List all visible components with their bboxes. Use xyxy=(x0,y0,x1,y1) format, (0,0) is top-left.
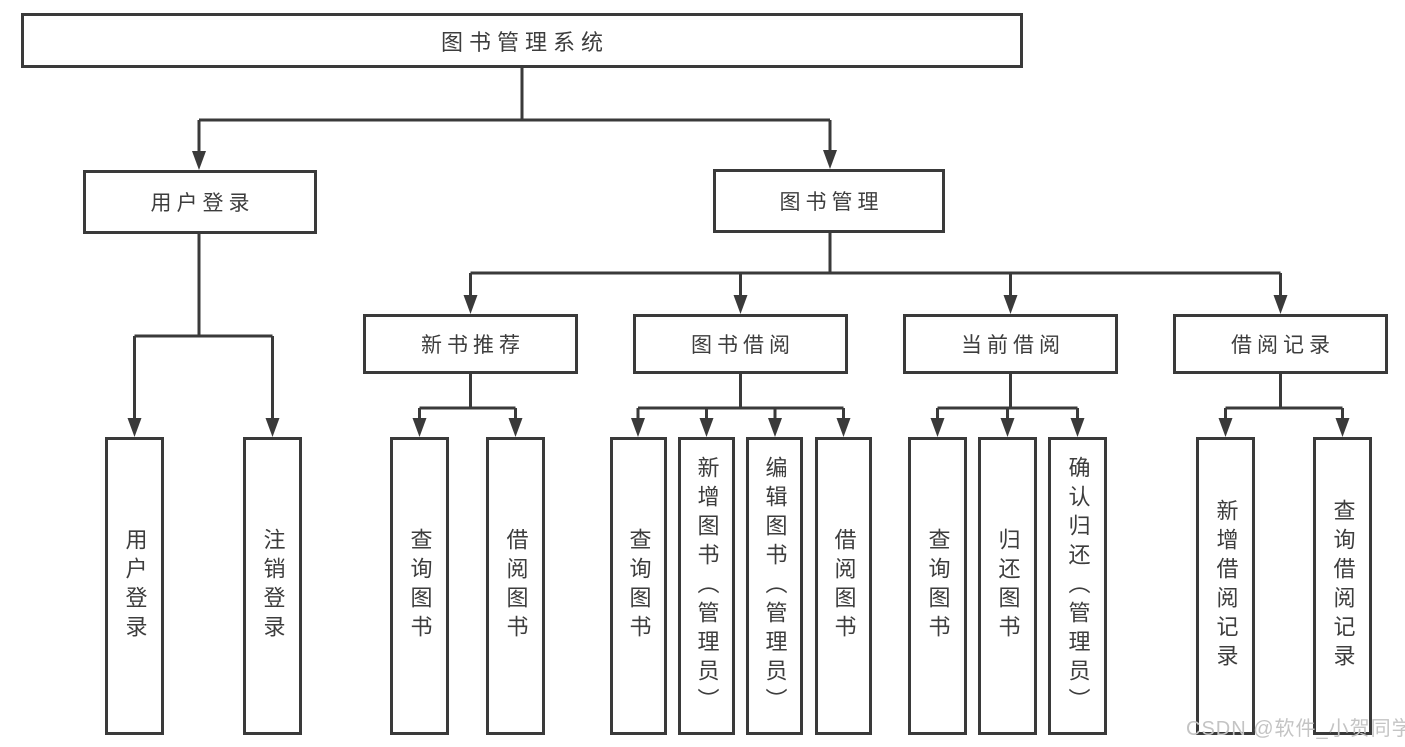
leaf-label: 新增借阅记录 xyxy=(1213,499,1239,673)
leaf-return-book: 归还图书 xyxy=(978,437,1037,735)
leaf-query-books-borrow: 查询图书 xyxy=(610,437,667,735)
leaf-edit-book-admin: 编辑图书（管理员） xyxy=(746,437,803,735)
leaf-add-borrow-record: 新增借阅记录 xyxy=(1196,437,1255,735)
csdn-watermark: CSDN @软件_小贺同学 xyxy=(1186,718,1405,740)
leaf-label: 确认归还（管理员） xyxy=(1065,455,1091,717)
node-label: 用户登录 xyxy=(150,192,255,215)
leaf-add-book-admin: 新增图书（管理员） xyxy=(678,437,735,735)
node-user-login: 用户登录 xyxy=(83,170,317,234)
leaf-query-books-current: 查询图书 xyxy=(908,437,967,735)
node-root-label: 图书管理系统 xyxy=(440,29,609,55)
leaf-label: 查询图书 xyxy=(626,528,652,644)
leaf-query-borrow-record: 查询借阅记录 xyxy=(1313,437,1372,735)
leaf-borrow-books: 借阅图书 xyxy=(815,437,872,735)
leaf-label: 查询图书 xyxy=(407,528,433,644)
node-label: 图书借阅 xyxy=(691,334,795,357)
leaf-query-books-recommend: 查询图书 xyxy=(390,437,449,735)
leaf-label: 编辑图书（管理员） xyxy=(762,455,788,717)
leaf-label: 注销登录 xyxy=(260,528,286,644)
leaf-label: 归还图书 xyxy=(995,528,1021,644)
leaf-label: 查询图书 xyxy=(925,528,951,644)
node-label: 借阅记录 xyxy=(1231,334,1335,357)
leaf-borrow-books-recommend: 借阅图书 xyxy=(486,437,545,735)
node-book-management: 图书管理 xyxy=(713,169,945,233)
leaf-label: 新增图书（管理员） xyxy=(694,455,720,717)
leaf-label: 用户登录 xyxy=(122,528,148,644)
leaf-label: 查询借阅记录 xyxy=(1330,499,1356,673)
leaf-logout: 注销登录 xyxy=(243,437,302,735)
node-borrow-records: 借阅记录 xyxy=(1173,314,1388,374)
node-label: 图书管理 xyxy=(779,191,884,214)
node-root: 图书管理系统 xyxy=(21,13,1023,68)
node-book-borrow: 图书借阅 xyxy=(633,314,848,374)
node-label: 新书推荐 xyxy=(421,334,525,357)
node-label: 当前借阅 xyxy=(961,334,1065,357)
leaf-label: 借阅图书 xyxy=(503,528,529,644)
node-current-borrow: 当前借阅 xyxy=(903,314,1118,374)
node-new-book-recommend: 新书推荐 xyxy=(363,314,578,374)
leaf-user-login: 用户登录 xyxy=(105,437,164,735)
leaf-confirm-return-admin: 确认归还（管理员） xyxy=(1048,437,1107,735)
leaf-label: 借阅图书 xyxy=(831,528,857,644)
